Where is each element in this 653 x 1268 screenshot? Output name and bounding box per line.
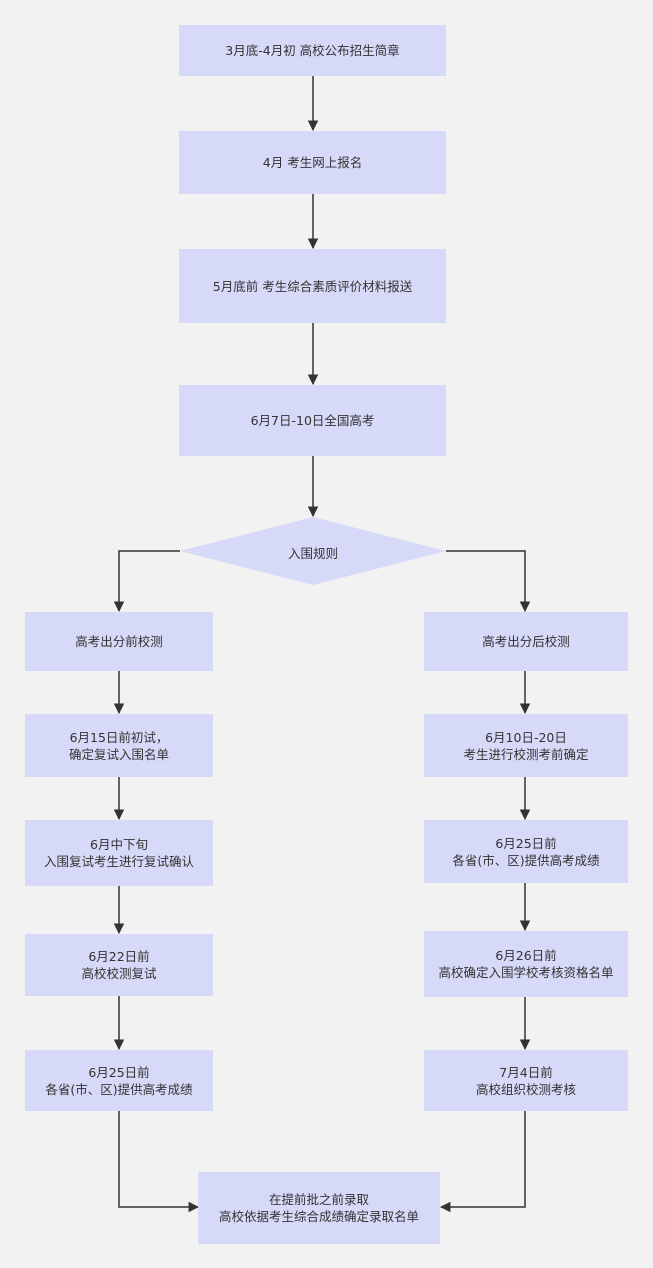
right-step-3: 6月25日前 各省(市、区)提供高考成绩	[424, 820, 628, 883]
left-step-4-line1: 6月22日前	[88, 949, 150, 964]
right-step-2: 6月10日-20日 考生进行校测考前确定	[424, 714, 628, 777]
final-admission: 在提前批之前录取 高校依据考生综合成绩确定录取名单	[198, 1172, 440, 1244]
left-step-4: 6月22日前 高校校测复试	[25, 934, 213, 996]
right-step-1: 高考出分后校测	[424, 612, 628, 671]
step-online-registration: 4月 考生网上报名	[179, 131, 446, 194]
edge-right-final	[439, 1111, 526, 1213]
right-step-3-line2: 各省(市、区)提供高考成绩	[452, 852, 600, 868]
step-national-exam: 6月7日-10日全国高考	[179, 385, 446, 456]
left-step-2-line2: 确定复试入围名单	[68, 746, 169, 762]
left-step-5: 6月25日前 各省(市、区)提供高考成绩	[25, 1050, 213, 1111]
left-step-1-line1: 高考出分前校测	[75, 634, 163, 649]
final-admission-line1: 在提前批之前录取	[268, 1192, 369, 1207]
edge-decision-left	[113, 550, 180, 613]
left-step-2-line1: 6月15日前初试，	[69, 729, 169, 745]
right-step-3-line1: 6月25日前	[495, 835, 557, 851]
left-step-1: 高考出分前校测	[25, 612, 213, 671]
left-step-3-line2: 入围复试考生进行复试确认	[43, 854, 194, 869]
right-step-4-line1: 6月26日前	[495, 948, 557, 963]
right-step-4-line2: 高校确定入围学校考核资格名单	[438, 965, 614, 980]
step-publish-brochure-text: 3月底-4月初 高校公布招生简章	[225, 43, 400, 58]
left-step-5-line1: 6月25日前	[88, 1064, 150, 1080]
right-step-4: 6月26日前 高校确定入围学校考核资格名单	[424, 931, 628, 997]
left-step-4-line2: 高校校测复试	[81, 966, 157, 981]
right-step-2-line2: 考生进行校测考前确定	[463, 746, 589, 762]
step-material-submission-text: 5月底前 考生综合素质评价材料报送	[212, 278, 413, 294]
right-step-5-line1: 7月4日前	[499, 1064, 553, 1080]
right-step-1-line1: 高考出分后校测	[482, 634, 570, 649]
right-step-2-line1: 6月10日-20日	[485, 729, 567, 745]
final-admission-line2: 高校依据考生综合成绩确定录取名单	[218, 1209, 419, 1224]
left-step-2: 6月15日前初试， 确定复试入围名单	[25, 714, 213, 777]
edge-decision-right	[446, 550, 531, 613]
right-step-5: 7月4日前 高校组织校测考核	[424, 1050, 628, 1111]
step-material-submission: 5月底前 考生综合素质评价材料报送	[179, 249, 446, 323]
edge-left-final	[118, 1111, 200, 1213]
left-step-3: 6月中下旬 入围复试考生进行复试确认	[25, 820, 213, 886]
step-publish-brochure: 3月底-4月初 高校公布招生简章	[179, 25, 446, 76]
step-national-exam-text: 6月7日-10日全国高考	[250, 413, 375, 428]
left-step-3-line1: 6月中下旬	[90, 837, 148, 852]
step-online-registration-text: 4月 考生网上报名	[262, 155, 363, 170]
left-step-5-line2: 各省(市、区)提供高考成绩	[45, 1081, 193, 1097]
decision-diamond	[180, 517, 446, 585]
right-step-5-line2: 高校组织校测考核	[475, 1081, 576, 1097]
decision-label: 入围规则	[288, 546, 339, 561]
